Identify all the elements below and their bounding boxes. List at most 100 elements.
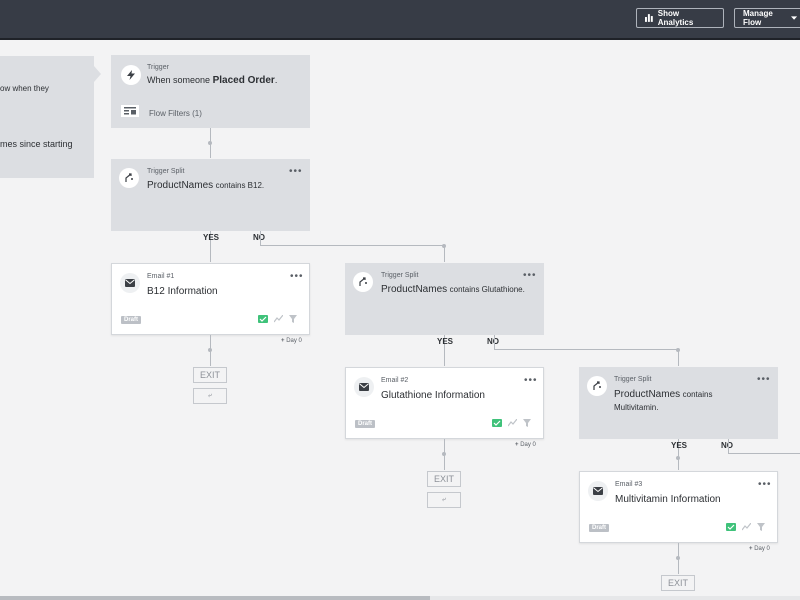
connector xyxy=(444,335,445,366)
filter-icon xyxy=(757,523,765,531)
email-2-more-button[interactable]: ••• xyxy=(524,375,538,386)
envelope-icon xyxy=(359,383,369,391)
email-icon-circle xyxy=(120,273,140,293)
split-icon-circle xyxy=(353,272,373,292)
envelope-icon xyxy=(125,279,135,287)
flow-info-text-1: ow when they xyxy=(0,84,49,93)
email-check-icon xyxy=(258,315,268,323)
split-arrows-icon xyxy=(359,277,367,286)
split-2-yes-label: YES xyxy=(437,337,454,346)
filter-list-icon xyxy=(121,105,139,117)
trigger-split-2-card[interactable]: Trigger Split ••• ProductNames contains … xyxy=(345,263,544,335)
split-1-no-label: NO xyxy=(253,233,265,242)
exit-node-3: EXIT xyxy=(661,575,695,591)
split-icon-circle xyxy=(587,376,607,396)
email-2-status-badge: Draft xyxy=(355,420,376,428)
add-icon: + xyxy=(749,546,753,552)
trigger-card[interactable]: Trigger When someone Placed Order. Flow … xyxy=(111,55,310,128)
split-3-no-label: NO xyxy=(721,441,733,450)
email-icon-circle xyxy=(588,481,608,501)
connector xyxy=(728,439,729,453)
split-3-condition-text-2: Multivitamin. xyxy=(614,403,659,412)
connector xyxy=(210,231,211,262)
email-3-status-badge: Draft xyxy=(589,524,610,532)
connector-dot xyxy=(208,141,212,145)
split-3-label: Trigger Split xyxy=(614,376,652,383)
flow-info-panel: ow when they mes since starting xyxy=(0,56,94,178)
email-1-card[interactable]: Email #1 ••• B12 Information Draft xyxy=(111,263,310,335)
email-3-delay: + Day 0 xyxy=(749,546,770,552)
scrollbar-thumb[interactable] xyxy=(0,596,430,600)
trigger-suffix: . xyxy=(274,75,278,85)
connector-dot xyxy=(442,452,446,456)
split-arrows-icon xyxy=(593,381,601,390)
split-3-property: ProductNames xyxy=(614,389,681,400)
email-check-icon xyxy=(492,419,502,427)
flow-canvas[interactable]: ow when they mes since starting Trigger … xyxy=(0,40,800,596)
split-2-condition: ProductNames contains Glutathione. xyxy=(381,283,525,296)
split-1-label: Trigger Split xyxy=(147,168,185,175)
flow-filters-link[interactable]: Flow Filters (1) xyxy=(149,109,202,118)
connector xyxy=(728,453,800,454)
connector xyxy=(260,231,261,245)
email-3-card[interactable]: Email #3 ••• Multivitamin Information Dr… xyxy=(579,471,778,543)
exit-node-1: EXIT xyxy=(193,367,227,383)
split-3-more-button[interactable]: ••• xyxy=(757,374,771,385)
email-3-label: Email #3 xyxy=(615,481,643,488)
panel-pointer xyxy=(94,66,101,82)
exit-node-2: EXIT xyxy=(427,471,461,487)
email-1-delay: + Day 0 xyxy=(281,338,302,344)
split-2-condition-text: contains Glutathione. xyxy=(449,285,525,294)
caret-down-icon xyxy=(790,15,797,20)
show-analytics-label: Show Analytics xyxy=(657,9,694,27)
email-icon-circle xyxy=(354,377,374,397)
merge-branch-icon: ⤶ xyxy=(442,496,446,503)
email-2-delay-text: Day 0 xyxy=(520,442,536,448)
connector xyxy=(444,245,445,262)
connector xyxy=(494,349,679,350)
flow-info-text-2: mes since starting xyxy=(0,139,73,149)
trigger-label: Trigger xyxy=(147,64,169,71)
email-1-more-button[interactable]: ••• xyxy=(290,271,304,282)
connector-dot xyxy=(676,556,680,560)
email-check-icon xyxy=(726,523,736,531)
split-1-condition-text: contains B12. xyxy=(215,181,265,190)
trigger-split-1-card[interactable]: Trigger Split ••• ProductNames contains … xyxy=(111,159,310,231)
split-1-yes-label: YES xyxy=(203,233,220,242)
merge-branch-button-1[interactable]: ⤶ xyxy=(193,388,227,404)
trigger-description: When someone Placed Order. xyxy=(147,74,277,87)
smart-send-icon xyxy=(742,523,751,531)
manage-flow-label: Manage Flow xyxy=(743,9,773,27)
split-arrows-icon xyxy=(125,173,133,182)
lightning-bolt-icon xyxy=(127,70,135,80)
filter-icon xyxy=(289,315,297,323)
email-2-card[interactable]: Email #2 ••• Glutathione Information Dra… xyxy=(345,367,544,439)
show-analytics-button[interactable]: Show Analytics xyxy=(636,8,724,28)
email-1-name: B12 Information xyxy=(147,286,218,297)
top-bar: Show Analytics Manage Flow xyxy=(0,0,800,40)
email-3-name: Multivitamin Information xyxy=(615,494,721,505)
merge-branch-icon: ⤶ xyxy=(208,392,212,399)
email-3-more-button[interactable]: ••• xyxy=(758,479,772,490)
merge-branch-button-2[interactable]: ⤶ xyxy=(427,492,461,508)
email-2-delay: + Day 0 xyxy=(515,442,536,448)
manage-flow-button[interactable]: Manage Flow xyxy=(734,8,800,28)
split-icon-circle xyxy=(119,168,139,188)
connector xyxy=(678,439,679,470)
horizontal-scrollbar[interactable] xyxy=(0,596,800,600)
split-3-yes-label: YES xyxy=(671,441,688,450)
split-2-no-label: NO xyxy=(487,337,499,346)
email-2-status-icons xyxy=(492,419,531,427)
trigger-event: Placed Order xyxy=(212,75,275,86)
split-1-property: ProductNames xyxy=(147,180,214,191)
split-2-more-button[interactable]: ••• xyxy=(523,270,537,281)
connector-dot xyxy=(676,456,680,460)
connector-dot xyxy=(676,348,680,352)
connector xyxy=(260,245,445,246)
smart-send-icon xyxy=(508,419,517,427)
split-1-more-button[interactable]: ••• xyxy=(289,166,303,177)
add-icon: + xyxy=(515,442,519,448)
email-3-delay-text: Day 0 xyxy=(754,546,770,552)
split-2-property: ProductNames xyxy=(381,284,448,295)
